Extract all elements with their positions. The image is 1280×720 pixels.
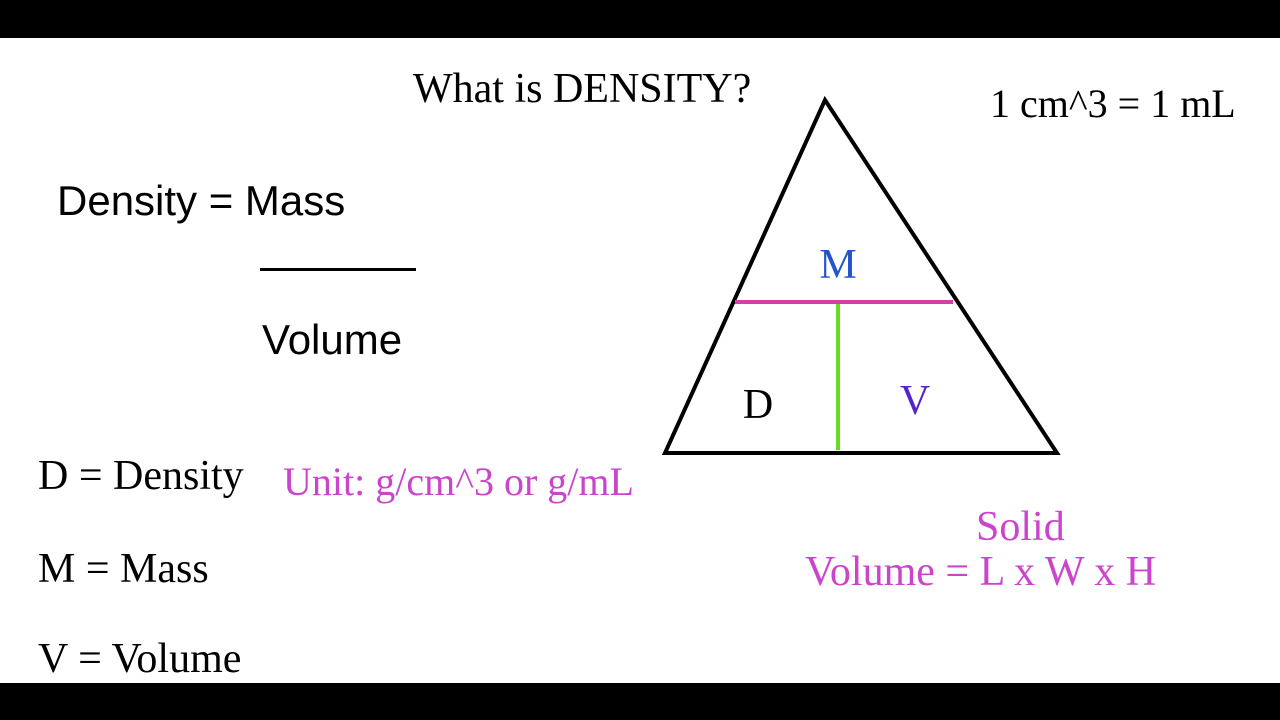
triangle-outline	[661, 95, 1061, 455]
formula-denominator: Volume	[262, 316, 403, 363]
fraction-bar	[260, 268, 416, 271]
slide-title: What is DENSITY?	[413, 66, 752, 112]
slide: What is DENSITY? 1 cm^3 = 1 mL Density =…	[0, 38, 1280, 683]
density-triangle: M D V	[661, 95, 1061, 455]
legend-mass: M = Mass	[38, 546, 209, 592]
solid-label: Solid	[976, 504, 1065, 550]
solid-volume-formula: Volume = L x W x H	[805, 549, 1157, 595]
triangle-mass-letter: M	[819, 242, 856, 288]
legend-volume: V = Volume	[38, 636, 242, 682]
legend-density: D = Density	[38, 453, 244, 499]
triangle-volume-letter: V	[900, 378, 930, 424]
density-formula: Density = Mass	[57, 177, 346, 224]
triangle-density-letter: D	[743, 382, 773, 428]
unit-conversion: 1 cm^3 = 1 mL	[990, 81, 1236, 126]
density-unit: Unit: g/cm^3 or g/mL	[283, 459, 634, 504]
